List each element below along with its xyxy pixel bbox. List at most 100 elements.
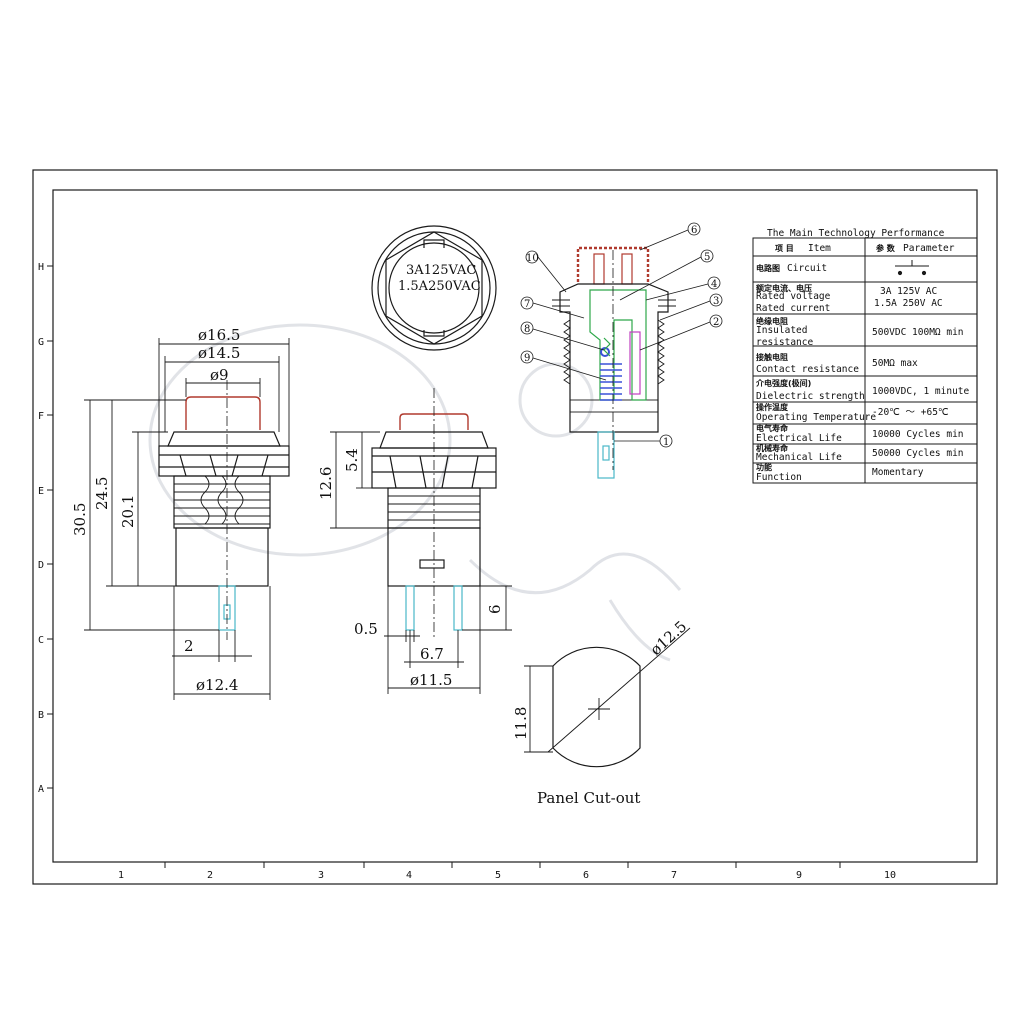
row-electrical-cn: 电气寿命	[756, 423, 789, 433]
row-function-cn: 功能	[756, 462, 772, 472]
col-label: 6	[583, 870, 589, 881]
header-param-cn: 参 数	[875, 243, 896, 253]
inner-border	[52, 189, 978, 863]
callout-1: 1	[663, 437, 669, 448]
dim-11-8: 11.8	[512, 707, 530, 740]
row-dielectric-cn: 介电强度(极间)	[755, 378, 811, 388]
callout-3: 3	[713, 296, 719, 307]
callout-2: 2	[713, 317, 719, 328]
row-rated-cn: 额定电流、电压	[756, 283, 812, 293]
front-dimension-labels: ø16.5 ø14.5 ø9 30.5 24.5 20.1 2 ø12.4	[71, 326, 240, 694]
col-label: 5	[495, 870, 501, 881]
dim-20-1: 20.1	[119, 495, 137, 528]
row-label: C	[38, 635, 44, 646]
panel-cutout-label: Panel Cut-out	[537, 789, 640, 807]
row-electrical-en: Electrical Life	[756, 433, 842, 444]
header-item-en: Item	[808, 243, 831, 254]
row-insulation-value: 500VDC 100MΩ min	[872, 327, 964, 338]
section-callouts	[520, 222, 723, 448]
row-contact-cn: 接触电阻	[756, 352, 788, 362]
header-item-cn: 项 目	[775, 244, 794, 253]
callout-5: 5	[704, 252, 710, 263]
circuit-symbol	[895, 260, 929, 276]
row-function-value: Momentary	[872, 467, 924, 478]
callout-8: 8	[524, 324, 530, 335]
dim-0-5: 0.5	[354, 620, 378, 638]
dim-6: 6	[486, 604, 504, 614]
front-cap	[185, 396, 261, 430]
col-label: 10	[884, 870, 896, 881]
dim-24-5: 24.5	[93, 477, 111, 510]
spec-table-title: The Main Technology Performance	[767, 228, 945, 239]
row-temp-en: Operating Temperature	[756, 412, 876, 423]
row-circuit-en: Circuit	[787, 263, 827, 274]
row-label: D	[38, 560, 44, 571]
row-rated-value2: 1.5A 250V AC	[874, 298, 943, 309]
row-mechanical-value: 50000 Cycles min	[872, 448, 964, 459]
top-view	[371, 225, 497, 351]
row-label: G	[38, 337, 44, 348]
outer-border	[32, 169, 998, 885]
row-insulation-en1: Insulated	[756, 325, 807, 336]
row-temp-cn: 操作温度	[756, 402, 789, 412]
row-mechanical-cn: 机械寿命	[756, 443, 789, 453]
row-rated-en1: Rated voltage	[756, 291, 831, 302]
row-dielectric-en: Dielectric strength	[756, 391, 865, 402]
row-labels: H G F E D C B A	[38, 262, 53, 795]
callout-10: 10	[526, 253, 539, 264]
row-insulation-cn: 绝缘电阻	[756, 316, 788, 326]
row-contact-en: Contact resistance	[756, 364, 859, 375]
top-view-rating-2: 1.5A250VAC	[398, 279, 481, 294]
row-mechanical-en: Mechanical Life	[756, 452, 842, 463]
col-label: 7	[671, 870, 677, 881]
dim-30-5: 30.5	[71, 503, 89, 536]
dim-d9: ø9	[210, 366, 229, 384]
col-label: 1	[118, 870, 124, 881]
row-electrical-value: 10000 Cycles min	[872, 429, 964, 440]
panel-cutout	[524, 627, 691, 768]
row-label: B	[38, 710, 44, 721]
section-cap	[576, 246, 650, 282]
row-rated-en2: Rated current	[756, 303, 830, 314]
row-function-en: Function	[756, 472, 802, 483]
dim-6-7: 6.7	[420, 645, 444, 663]
callout-9: 9	[524, 353, 530, 364]
row-label: F	[38, 411, 44, 422]
row-contact-value: 50MΩ max	[872, 358, 918, 369]
callout-7: 7	[524, 299, 530, 310]
dim-5-4: 5.4	[343, 448, 361, 472]
section-view	[552, 246, 676, 479]
col-label: 9	[796, 870, 802, 881]
callout-6: 6	[691, 225, 697, 236]
dim-d11-5: ø11.5	[410, 671, 452, 689]
side-dimension-labels: 12.6 5.4 6 0.5 6.7 ø11.5	[317, 448, 504, 689]
section-callout-numbers: 1 2 3 4 5 6 7 8 9 10	[524, 225, 719, 448]
header-param-en: Parameter	[903, 243, 955, 254]
col-label: 4	[406, 870, 412, 881]
side-view	[371, 388, 497, 640]
spec-table: The Main Technology Performance 项 目 Item…	[752, 228, 978, 484]
dim-d14-5: ø14.5	[198, 344, 240, 362]
col-label: 3	[318, 870, 324, 881]
row-dielectric-value: 1000VDC, 1 minute	[872, 386, 970, 397]
dim-12-6: 12.6	[317, 467, 335, 500]
row-label: H	[38, 262, 44, 273]
row-temp-value: -20℃ ～ +65℃	[872, 407, 949, 418]
front-dimensions	[84, 338, 290, 700]
row-label: A	[38, 784, 44, 795]
col-label: 2	[207, 870, 213, 881]
dim-d12-5: ø12.5	[647, 617, 691, 659]
watermark-logo	[148, 323, 682, 662]
dim-d16-5: ø16.5	[198, 326, 240, 344]
row-insulation-en2: resistance	[756, 337, 813, 348]
row-circuit-cn: 电路图	[756, 263, 780, 273]
dim-d12-4: ø12.4	[196, 676, 238, 694]
row-label: E	[38, 486, 44, 497]
front-view	[158, 380, 290, 640]
side-dimensions	[330, 431, 512, 694]
dim-2: 2	[184, 637, 194, 655]
row-rated-value1: 3A 125V AC	[880, 286, 937, 297]
callout-4: 4	[711, 279, 717, 290]
front-nut	[158, 445, 290, 477]
